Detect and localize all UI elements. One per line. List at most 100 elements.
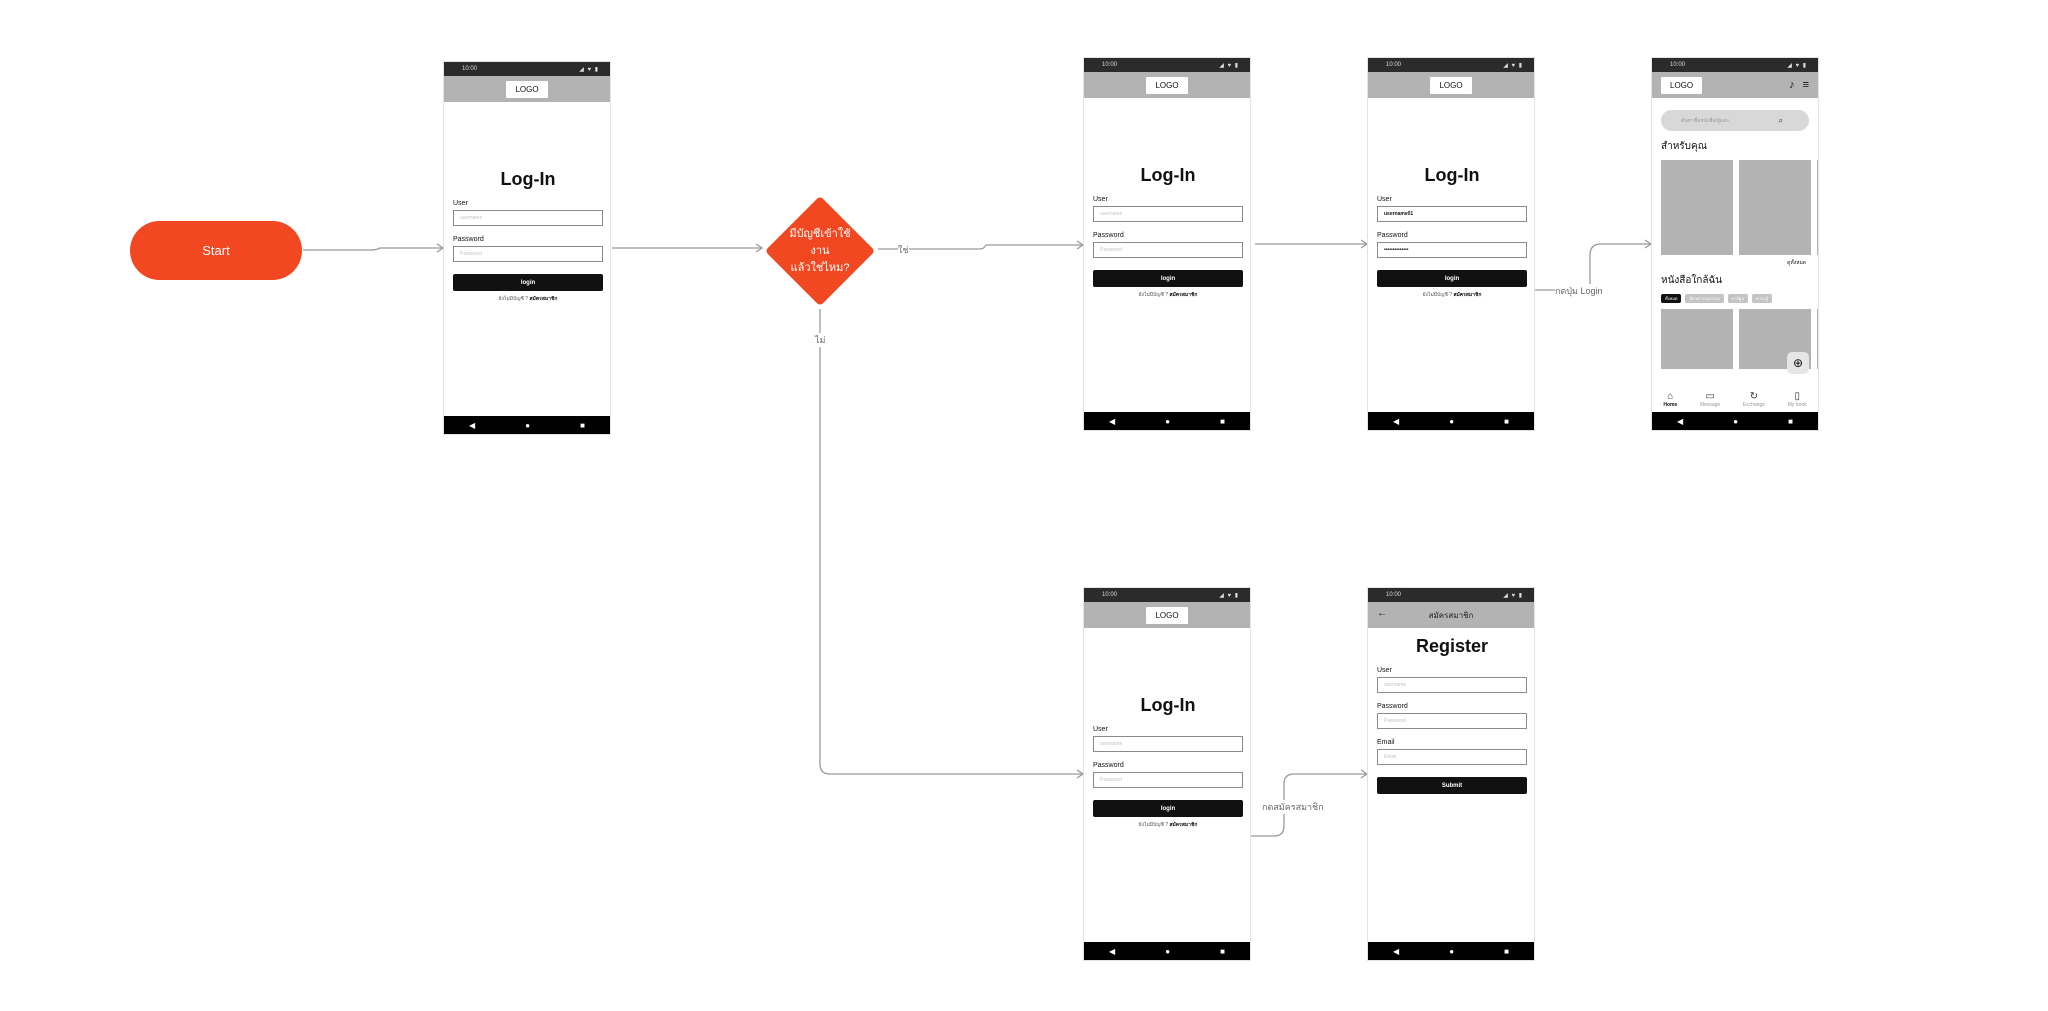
password-input[interactable]: Password bbox=[1093, 242, 1243, 258]
home-tab-icon: ⌂ bbox=[1667, 390, 1674, 402]
menu-icon[interactable]: ≡ bbox=[1802, 79, 1809, 91]
recent-apps-icon[interactable]: ■ bbox=[1504, 946, 1509, 956]
status-bar: 10:00 ◢ ♥ ▮ bbox=[1652, 58, 1818, 72]
user-input[interactable]: username bbox=[1093, 736, 1243, 752]
book-card[interactable] bbox=[1739, 160, 1811, 255]
password-label: Password bbox=[1093, 762, 1124, 769]
home-icon[interactable]: ● bbox=[1165, 416, 1171, 426]
user-input[interactable]: username01 bbox=[1377, 206, 1527, 222]
search-input[interactable]: ค้นหาชื่อหนังสือ/ผู้แต่ง ⌕ bbox=[1661, 110, 1809, 131]
register-link[interactable]: สมัครสมาชิก bbox=[1169, 292, 1198, 298]
back-icon[interactable]: ◀ bbox=[1677, 416, 1684, 426]
decision-line: มีบัญชีเข้าใช้ bbox=[789, 227, 851, 240]
login-button[interactable]: login bbox=[453, 274, 603, 291]
search-placeholder: ค้นหาชื่อหนังสือ/ผู้แต่ง bbox=[1681, 117, 1729, 124]
category-chip[interactable]: ความรู้ bbox=[1752, 294, 1772, 303]
home-screen: 10:00 ◢ ♥ ▮ LOGO ♪ ≡ ค้นหาชื่อหนังสือ/ผู… bbox=[1651, 57, 1819, 431]
login-button[interactable]: login bbox=[1093, 800, 1243, 817]
password-input[interactable]: •••••••••••••• bbox=[1377, 242, 1527, 258]
app-bar: ← สมัครสมาชิก bbox=[1368, 602, 1534, 628]
register-link[interactable]: สมัครสมาชิก bbox=[1453, 292, 1482, 298]
login-screen: 10:00 ◢ ♥ ▮ LOGO Log-In User username Pa… bbox=[1083, 587, 1251, 961]
home-icon[interactable]: ● bbox=[525, 420, 531, 430]
tab-message[interactable]: ▭ Message bbox=[1700, 386, 1720, 412]
login-button[interactable]: login bbox=[1377, 270, 1527, 287]
nav-bar: ◀ ● ■ bbox=[1084, 412, 1250, 430]
tab-label: My book bbox=[1787, 401, 1807, 408]
bell-icon[interactable]: ♪ bbox=[1789, 79, 1795, 91]
home-icon[interactable]: ● bbox=[1449, 416, 1455, 426]
password-input[interactable]: Password bbox=[453, 246, 603, 262]
category-chip[interactable]: การ์ตูน bbox=[1727, 294, 1749, 303]
connector-no bbox=[819, 309, 1083, 775]
category-chip[interactable]: ทั้งหมด bbox=[1661, 294, 1682, 303]
page-title: Log-In bbox=[1140, 695, 1196, 715]
status-time: 10:00 bbox=[1102, 592, 1118, 598]
user-input[interactable]: username bbox=[1093, 206, 1243, 222]
email-label: Email bbox=[1377, 739, 1395, 746]
book-card[interactable] bbox=[1661, 309, 1733, 369]
back-icon[interactable]: ◀ bbox=[1393, 946, 1400, 956]
register-link[interactable]: สมัครสมาชิก bbox=[529, 296, 558, 302]
tab-home[interactable]: ⌂ Home bbox=[1663, 386, 1677, 412]
search-icon[interactable]: ⌕ bbox=[1778, 115, 1783, 125]
home-icon[interactable]: ● bbox=[1733, 416, 1739, 426]
see-all-link[interactable]: ดูทั้งหมด bbox=[1787, 260, 1806, 266]
back-icon[interactable]: ◀ bbox=[1109, 416, 1116, 426]
book-card[interactable] bbox=[1817, 309, 1818, 369]
tab-exchange[interactable]: ↻ Exchange bbox=[1743, 386, 1765, 412]
password-label: Password bbox=[453, 236, 484, 243]
user-input[interactable]: username bbox=[453, 210, 603, 226]
page-title: Log-In bbox=[500, 169, 556, 189]
app-bar: LOGO bbox=[1368, 72, 1534, 98]
page-title: Log-In bbox=[1140, 165, 1196, 185]
login-screen: 10:00 ◢ ♥ ▮ LOGO Log-In User username Pa… bbox=[443, 61, 611, 435]
for-you-cards bbox=[1652, 160, 1818, 255]
user-label: User bbox=[1093, 196, 1108, 203]
category-chip[interactable]: นิยาย/วรรณกรรม bbox=[1685, 294, 1724, 303]
exchange-icon: ↻ bbox=[1749, 390, 1759, 402]
status-time: 10:00 bbox=[1102, 62, 1118, 68]
user-input[interactable]: username bbox=[1377, 677, 1527, 693]
start-label: Start bbox=[202, 243, 230, 258]
section-title-nearby: หนังสือใกล้ฉัน bbox=[1661, 275, 1723, 286]
recent-apps-icon[interactable]: ■ bbox=[1504, 416, 1509, 426]
nav-bar: ◀ ● ■ bbox=[1368, 942, 1534, 960]
recent-apps-icon[interactable]: ■ bbox=[1220, 946, 1225, 956]
status-time: 10:00 bbox=[462, 66, 478, 72]
app-bar: LOGO bbox=[1084, 72, 1250, 98]
page-title: Log-In bbox=[1424, 165, 1480, 185]
recent-apps-icon[interactable]: ■ bbox=[1220, 416, 1225, 426]
recent-apps-icon[interactable]: ■ bbox=[580, 420, 585, 430]
logo: LOGO bbox=[1146, 76, 1188, 94]
add-icon[interactable]: ⊕ bbox=[1787, 352, 1809, 374]
status-icons: ◢ ♥ ▮ bbox=[1503, 62, 1523, 69]
back-icon[interactable]: ◀ bbox=[1393, 416, 1400, 426]
arrow-left-icon[interactable]: ← bbox=[1377, 608, 1387, 619]
user-label: User bbox=[453, 200, 468, 207]
status-time: 10:00 bbox=[1670, 62, 1686, 68]
recent-apps-icon[interactable]: ■ bbox=[1788, 416, 1793, 426]
nav-bar: ◀ ● ■ bbox=[1652, 412, 1818, 430]
start-node: Start bbox=[130, 221, 302, 280]
email-field[interactable]: Email bbox=[1377, 749, 1527, 765]
login-screen: 10:00 ◢ ♥ ▮ LOGO Log-In User username Pa… bbox=[1083, 57, 1251, 431]
password-label: Password bbox=[1377, 703, 1408, 710]
status-icons: ◢ ♥ ▮ bbox=[1219, 592, 1239, 599]
register-link[interactable]: สมัครสมาชิก bbox=[1169, 822, 1198, 828]
connector-yes bbox=[878, 244, 1083, 250]
user-label: User bbox=[1377, 196, 1392, 203]
back-icon[interactable]: ◀ bbox=[469, 420, 476, 430]
book-card[interactable] bbox=[1661, 160, 1733, 255]
app-bar: LOGO ♪ ≡ bbox=[1652, 72, 1818, 98]
submit-button[interactable]: Submit bbox=[1377, 777, 1527, 794]
user-label: User bbox=[1377, 667, 1392, 674]
login-button[interactable]: login bbox=[1093, 270, 1243, 287]
back-icon[interactable]: ◀ bbox=[1109, 946, 1116, 956]
password-input[interactable]: Password bbox=[1093, 772, 1243, 788]
home-icon[interactable]: ● bbox=[1449, 946, 1455, 956]
book-card[interactable] bbox=[1817, 160, 1818, 255]
home-icon[interactable]: ● bbox=[1165, 946, 1171, 956]
password-input[interactable]: Password bbox=[1377, 713, 1527, 729]
tab-my-book[interactable]: ▯ My book bbox=[1788, 386, 1807, 412]
